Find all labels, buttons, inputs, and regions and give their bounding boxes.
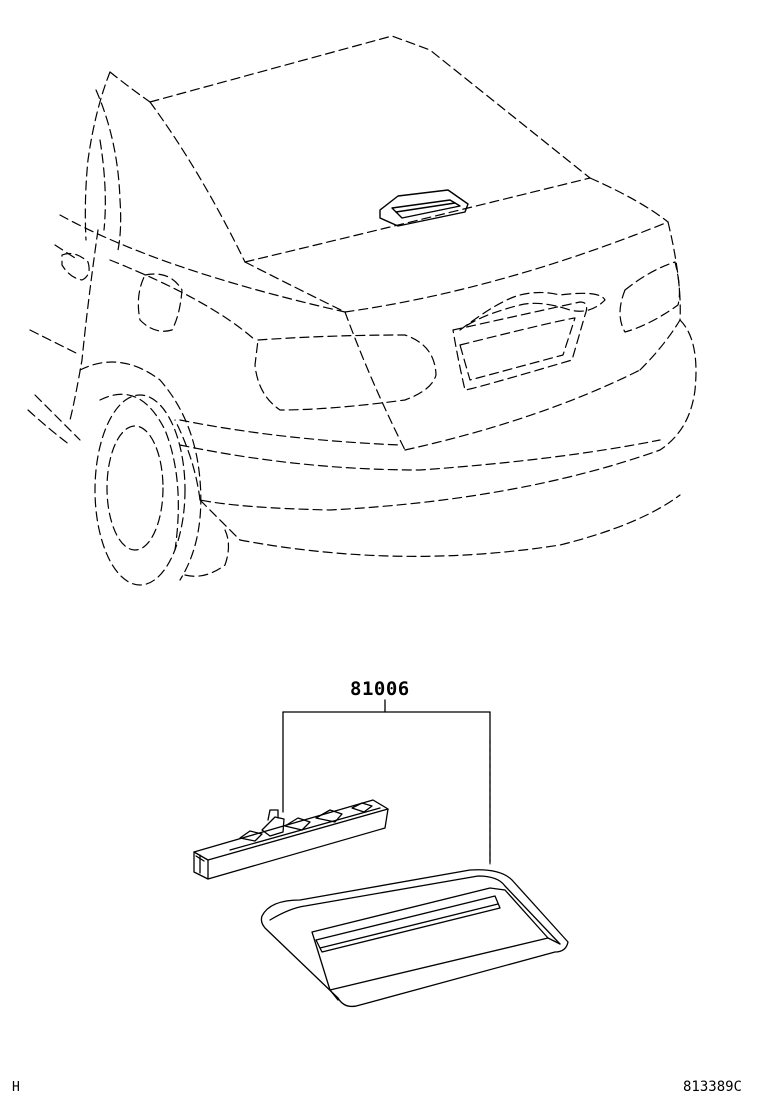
callout-bracket bbox=[282, 699, 491, 863]
car-rear-phantom bbox=[27, 35, 697, 586]
lamp-bulb-assembly bbox=[193, 799, 389, 880]
lamp-cover-housing bbox=[260, 869, 569, 1008]
part-number-label[interactable]: 81006 bbox=[350, 678, 410, 700]
high-mount-stop-lamp-location bbox=[379, 189, 469, 227]
illustration-code-label: 813389C bbox=[682, 1079, 742, 1095]
corner-left-label: H bbox=[12, 1080, 20, 1095]
